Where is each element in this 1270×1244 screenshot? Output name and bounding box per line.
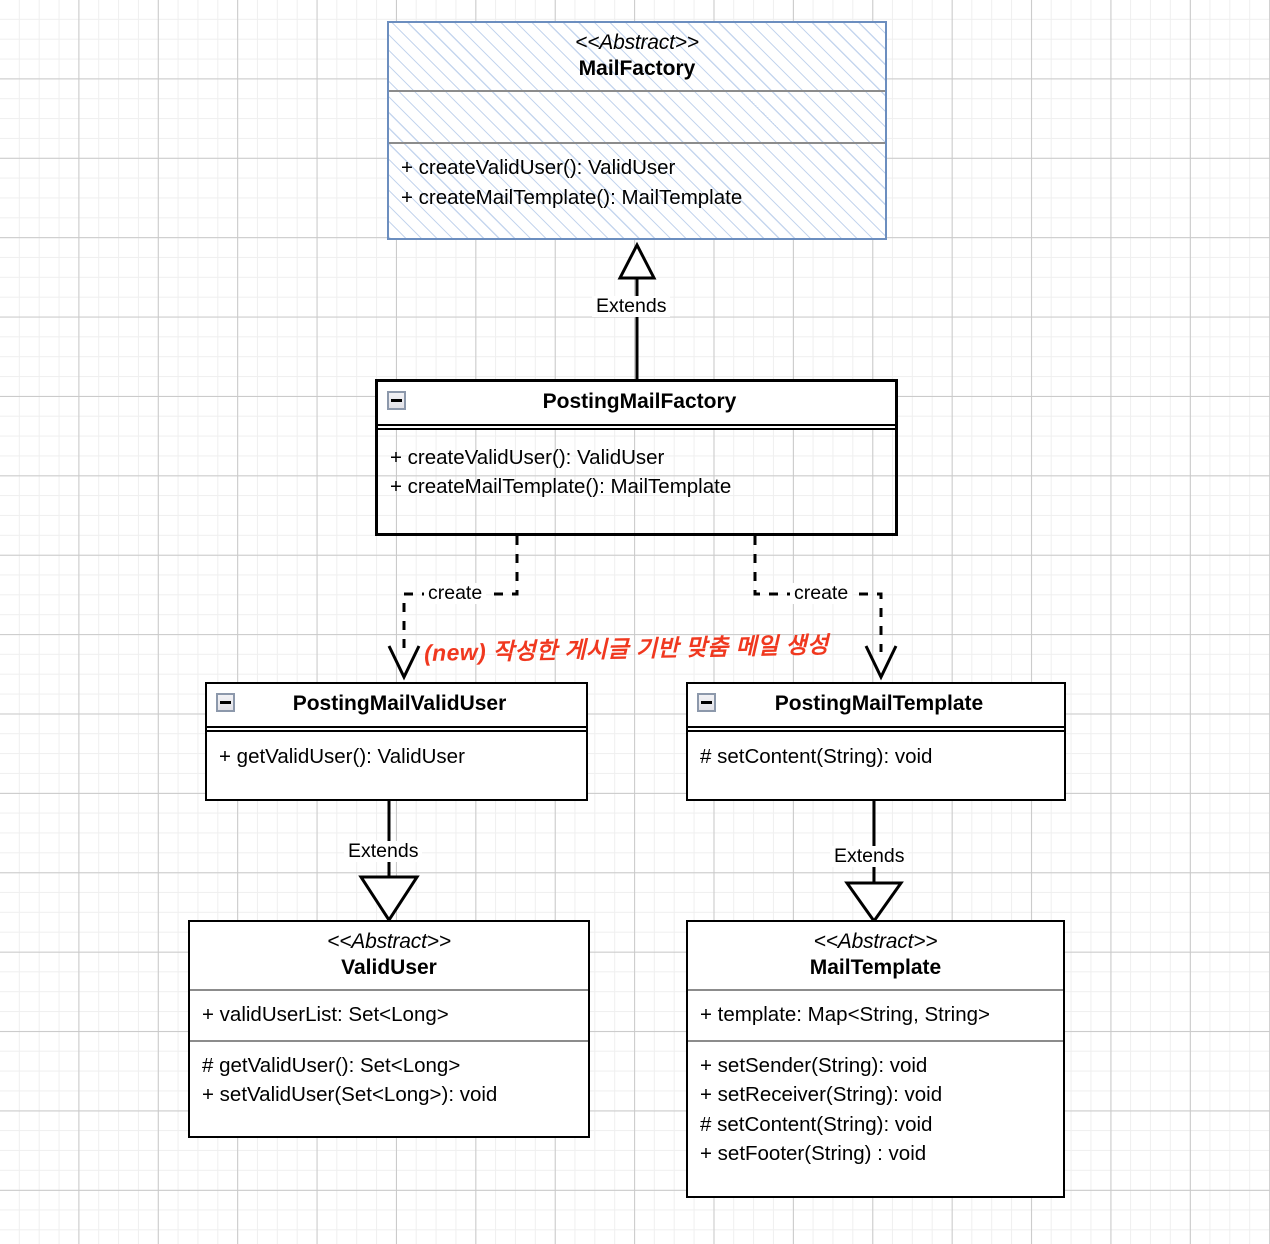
- class-stereotype: <<Abstract>>: [813, 930, 938, 953]
- class-attributes-mail-template: + template: Map<String, String>: [688, 989, 1063, 1040]
- class-stereotype: <<Abstract>>: [327, 930, 451, 953]
- class-methods-valid-user: # getValidUser(): Set<Long> + setValidUs…: [190, 1039, 588, 1120]
- class-header-mail-template: <<Abstract>> MailTemplate: [688, 922, 1063, 989]
- method-item: + setSender(String): void: [700, 1053, 928, 1077]
- method-item: + createMailTemplate(): MailTemplate: [401, 185, 743, 209]
- class-header-posting-mail-factory: PostingMailFactory: [378, 382, 895, 424]
- edge-label-extends-mailfactory: Extends: [592, 295, 671, 318]
- method-item: + setValidUser(Set<Long>): void: [202, 1083, 498, 1107]
- class-title: MailFactory: [578, 56, 696, 80]
- collapse-minus-icon[interactable]: [697, 693, 716, 712]
- class-stereotype: <<Abstract>>: [575, 31, 699, 54]
- class-header-posting-mail-template: PostingMailTemplate: [688, 684, 1064, 726]
- class-methods-mail-template: + setSender(String): void + setReceiver(…: [688, 1039, 1063, 1179]
- method-item: + createMailTemplate(): MailTemplate: [390, 475, 732, 499]
- edge-label-create-right: create: [790, 582, 853, 605]
- class-box-posting-mail-template[interactable]: PostingMailTemplate # setContent(String)…: [686, 682, 1066, 801]
- edge-label-extends-validuser: Extends: [344, 840, 423, 863]
- class-title: ValidUser: [341, 955, 437, 979]
- class-methods-mail-factory: + createValidUser(): ValidUser + createM…: [389, 142, 885, 222]
- class-header-valid-user: <<Abstract>> ValidUser: [190, 922, 588, 989]
- class-title: PostingMailTemplate: [774, 692, 984, 715]
- class-attributes-valid-user: + validUserList: Set<Long>: [190, 989, 588, 1040]
- method-item: + getValidUser(): ValidUser: [219, 744, 465, 768]
- class-box-mail-factory[interactable]: <<Abstract>> MailFactory + createValidUs…: [387, 21, 887, 240]
- edge-label-create-left: create: [424, 582, 487, 605]
- collapse-minus-icon[interactable]: [216, 693, 235, 712]
- attribute-item: + template: Map<String, String>: [700, 1003, 991, 1027]
- method-item: + createValidUser(): ValidUser: [390, 445, 665, 469]
- method-item: + setFooter(String) : void: [700, 1142, 927, 1166]
- method-item: + setReceiver(String): void: [700, 1083, 943, 1107]
- class-box-posting-mail-valid-user[interactable]: PostingMailValidUser + getValidUser(): V…: [205, 682, 588, 801]
- class-attributes-mail-factory: [389, 90, 885, 142]
- method-item: # setContent(String): void: [700, 744, 933, 768]
- method-item: + createValidUser(): ValidUser: [401, 156, 676, 180]
- class-methods-posting-mail-factory: + createValidUser(): ValidUser + createM…: [378, 423, 895, 512]
- class-box-posting-mail-factory[interactable]: PostingMailFactory + createValidUser(): …: [375, 379, 898, 536]
- method-item: # setContent(String): void: [700, 1112, 933, 1136]
- class-title: PostingMailValidUser: [292, 692, 507, 715]
- class-title: MailTemplate: [809, 955, 942, 979]
- class-title: PostingMailFactory: [542, 390, 737, 413]
- edge-label-extends-mailtemplate: Extends: [830, 845, 909, 868]
- attribute-item: + validUserList: Set<Long>: [202, 1003, 449, 1027]
- class-methods-posting-mail-valid-user: + getValidUser(): ValidUser: [207, 725, 586, 782]
- class-methods-posting-mail-template: # setContent(String): void: [688, 725, 1064, 782]
- class-box-valid-user[interactable]: <<Abstract>> ValidUser + validUserList: …: [188, 920, 590, 1138]
- class-header-posting-mail-valid-user: PostingMailValidUser: [207, 684, 586, 726]
- class-box-mail-template[interactable]: <<Abstract>> MailTemplate + template: Ma…: [686, 920, 1065, 1198]
- method-item: # getValidUser(): Set<Long>: [202, 1053, 461, 1077]
- collapse-minus-icon[interactable]: [387, 391, 406, 410]
- class-header-mail-factory: <<Abstract>> MailFactory: [389, 23, 885, 90]
